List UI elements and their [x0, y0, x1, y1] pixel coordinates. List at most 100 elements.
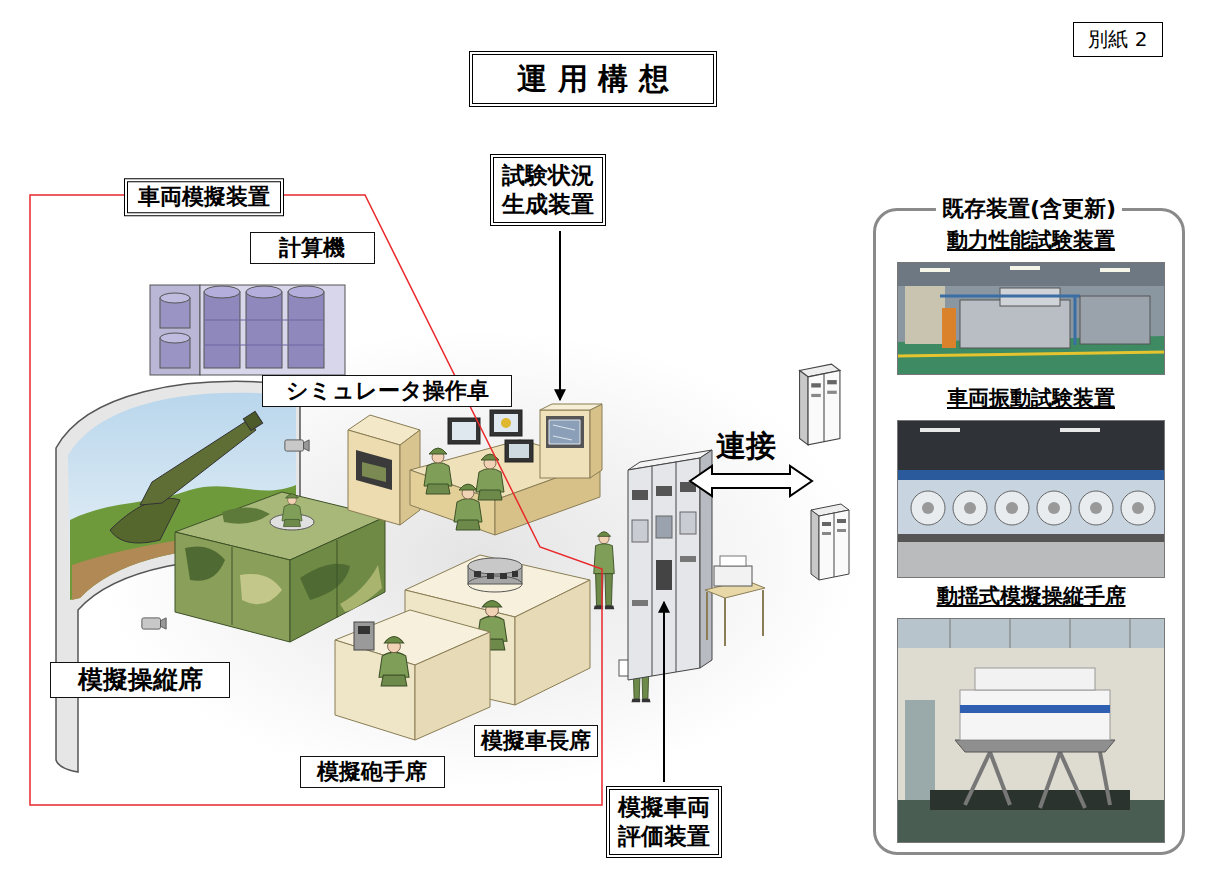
label-box: 模擬車長席: [474, 725, 598, 757]
operator-consoles: [424, 448, 452, 494]
label-box: 計算機: [250, 232, 375, 264]
photo-dynamometer: [1100, 268, 1130, 272]
region-outline: [30, 195, 602, 805]
photo-dynamometer: [905, 286, 945, 344]
photo-motion-simulator: [1010, 618, 1011, 648]
operator-consoles: [452, 422, 476, 440]
commander-cubicle: [468, 576, 522, 592]
title-box: 運 用 構 想: [469, 51, 716, 107]
operator-consoles: [494, 414, 518, 432]
photo-item: 動力性能試験装置: [897, 226, 1165, 375]
photo-vibration-rig: [1048, 502, 1060, 514]
photo-vibration-rig: [897, 534, 1165, 542]
simulator-region: 車両模擬装置計算機シミュレータ操作卓模擬操縦席模擬車長席模擬砲手席: [30, 195, 602, 805]
node-text: 試験状況 生成装置: [502, 161, 594, 219]
photo-dynamometer: [1074, 296, 1077, 345]
region-heading: 車両模擬装置: [124, 178, 284, 216]
node-text: 模擬操縦席: [57, 664, 223, 695]
printer-table: [762, 590, 764, 636]
photo-vibration-rig: [1090, 502, 1102, 514]
computer-cabinets: [204, 286, 240, 298]
evaluation-racks: [656, 486, 672, 496]
photo-motion-simulator: [897, 618, 1165, 843]
photo-caption: 動力性能試験装置: [897, 226, 1165, 254]
test-scenario-generator: [590, 404, 602, 478]
sheet-number-box: 別紙 2: [1073, 22, 1162, 57]
right-servers: [811, 504, 849, 580]
curved-screen: [140, 420, 256, 505]
printer-table: [720, 556, 746, 566]
computer-cabinets: [160, 293, 190, 303]
photo-dynamometer: [1010, 266, 1040, 270]
operator-consoles: [454, 484, 482, 530]
node-text: 別紙 2: [1088, 27, 1147, 52]
photo-motion-simulator: [960, 690, 1110, 740]
link-label: 連接: [716, 428, 776, 464]
photo-frame: [897, 618, 1165, 843]
curved-screen: [243, 411, 262, 430]
photo-frame: [897, 262, 1165, 375]
printer-table: [714, 566, 752, 586]
gunner-cubicle: [379, 637, 409, 686]
label-box: 模擬操縦席: [50, 662, 230, 697]
photo-dynamometer: [960, 300, 1070, 348]
photo-vibration-rig: [897, 470, 1165, 480]
computer-cabinets: [160, 333, 190, 343]
node-text: シミュレータ操作卓: [269, 377, 505, 405]
photo-dynamometer: [897, 262, 1165, 375]
device-box: 模擬車両 評価装置: [606, 786, 722, 858]
leader-arrow: [560, 231, 664, 782]
photo-vibration-rig: [920, 428, 960, 432]
test-scenario-generator: [546, 416, 584, 448]
photo-dynamometer: [1080, 296, 1150, 344]
evaluation-racks: [680, 512, 696, 534]
link-double-arrow: [690, 466, 812, 496]
cameras: [142, 618, 166, 629]
operator-consoles: [505, 440, 533, 462]
photo-vibration-rig: [1006, 502, 1018, 514]
photo-motion-simulator: [1070, 618, 1071, 648]
printer-table: [706, 592, 708, 640]
photo-frame: [897, 420, 1165, 578]
printer-table: [705, 556, 765, 646]
evaluation-racks: [656, 560, 672, 590]
commander-cubicle: [487, 573, 494, 579]
operator-consoles: [501, 418, 511, 428]
test-scenario-generator: [540, 410, 590, 478]
evaluation-racks: [680, 556, 696, 562]
computer-cabinets: [288, 286, 324, 298]
photo-vibration-rig: [964, 502, 976, 514]
photo-vibration-rig: [922, 502, 934, 514]
commander-cubicle: [515, 580, 590, 705]
driver-cabinet: [240, 574, 282, 604]
photo-motion-simulator: [1060, 752, 1085, 808]
photo-motion-simulator: [975, 668, 1095, 690]
test-scenario-generator: [540, 404, 602, 410]
commander-cubicle: [512, 571, 518, 577]
photo-motion-simulator: [1100, 752, 1110, 805]
test-scenario-generator: [549, 420, 580, 444]
photo-dynamometer: [897, 352, 1165, 356]
driver-cabinet: [232, 547, 233, 625]
computer-cabinets: [204, 292, 240, 368]
evaluation-racks: [632, 520, 648, 542]
operator-consoles: [490, 410, 522, 436]
label-box: 模擬砲手席: [300, 756, 445, 788]
photo-vibration-rig: [897, 420, 1165, 578]
computer-cabinets: [246, 286, 282, 298]
photo-dynamometer: [940, 295, 1080, 298]
driver-cabinet: [300, 564, 350, 600]
operator-consoles: [448, 418, 480, 444]
photo-vibration-rig: [1037, 491, 1071, 525]
computer-cabinets: [246, 292, 282, 368]
standing-soldiers: [594, 532, 615, 609]
driver-cabinet: [282, 494, 302, 527]
evaluation-racks: [656, 516, 672, 538]
photo-vibration-rig: [911, 491, 945, 525]
photo-vibration-rig: [1060, 428, 1100, 432]
driver-cabinet: [337, 540, 338, 618]
gunner-cubicle: [415, 632, 490, 740]
photo-vibration-rig: [1079, 491, 1113, 525]
photo-vibration-rig: [1132, 502, 1144, 514]
